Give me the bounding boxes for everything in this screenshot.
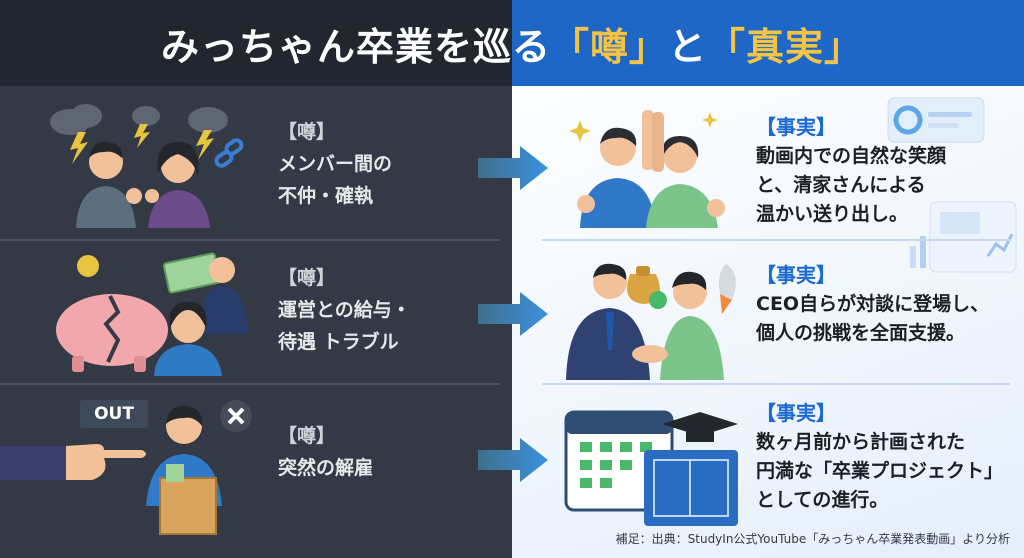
fact-tag: 【事実】 xyxy=(756,115,836,139)
row-divider xyxy=(542,383,1010,385)
dashboard-decoration-icon xyxy=(887,97,1017,273)
page-title: みっちゃん卒業を巡る 「噂」 と 「真実」 xyxy=(0,0,1024,86)
rumor-text: メンバー間の 不仲・確執 xyxy=(278,153,393,207)
rumor-text: 突然の解雇 xyxy=(278,457,374,479)
rumor-label: 【噂】 突然の解雇 xyxy=(278,420,373,484)
high-five-people-icon xyxy=(569,110,725,228)
blueprint-icon xyxy=(644,450,738,526)
rumor-tag: 【噂】 xyxy=(278,121,336,143)
row-divider xyxy=(0,383,500,385)
broken-piggy-bank-icon xyxy=(56,294,168,372)
row-divider xyxy=(0,239,500,241)
rumor-tag: 【噂】 xyxy=(278,425,336,447)
out-label: OUT xyxy=(94,404,134,424)
storm-cloud-icon xyxy=(50,104,102,164)
fact-block: 【事実】 CEO自らが対談に登場し、 個人の挑戦を全面支援。 xyxy=(756,260,989,348)
header-right-band xyxy=(512,0,1024,86)
fact-text: 数ヶ月前から計画された 円満な「卒業プロジェクト」 としての進行。 xyxy=(756,431,1004,511)
money-bag-icon xyxy=(627,266,667,309)
fact-block: 【事実】 動画内での自然な笑顔 と、清家さんによる 温かい送り出し。 xyxy=(756,112,946,229)
handshake-icon xyxy=(566,263,736,380)
fact-text: 動画内での自然な笑顔 と、清家さんによる 温かい送り出し。 xyxy=(756,145,947,225)
arrow-right-icon xyxy=(478,438,548,482)
fact-tag: 【事実】 xyxy=(756,263,836,287)
out-sign-icon: OUT xyxy=(80,400,148,428)
fact-tag: 【事実】 xyxy=(756,401,836,425)
title-prefix: みっちゃん卒業を巡る xyxy=(160,24,551,69)
arguing-people-icon xyxy=(50,104,244,228)
title-connector: と xyxy=(668,24,708,69)
sparkle-icon xyxy=(569,112,718,142)
worried-person-icon xyxy=(56,252,248,376)
rumor-label: 【噂】 メンバー間の 不仲・確執 xyxy=(278,116,392,212)
title-rumor-word: 「噂」 xyxy=(550,24,668,69)
rocket-icon xyxy=(718,264,736,314)
arrow-right-icon xyxy=(478,146,548,190)
rumor-tag: 【噂】 xyxy=(278,267,336,289)
calendar-icon xyxy=(564,410,738,526)
box-person-icon xyxy=(0,400,252,535)
arrow-right-icon xyxy=(478,292,548,336)
source-footnote: 補足：出典：StudyIn公式YouTube「みっちゃん卒業発表動画」より分析 xyxy=(615,532,1010,546)
broken-chain-icon xyxy=(214,138,244,168)
title-truth-word: 「真実」 xyxy=(707,24,864,69)
rumor-text: 運営との給与・ 待遇 トラブル xyxy=(278,299,411,353)
pointing-hand-icon xyxy=(0,444,146,480)
close-icon xyxy=(220,400,252,432)
rumor-label: 【噂】 運営との給与・ 待遇 トラブル xyxy=(278,262,411,358)
thumbs-up-icon xyxy=(577,195,725,217)
header: みっちゃん卒業を巡る 「噂」 と 「真実」 xyxy=(0,0,1024,86)
row-divider xyxy=(542,239,1010,241)
money-bill-icon xyxy=(77,252,221,294)
header-left-band xyxy=(0,0,512,86)
graduation-cap-icon xyxy=(662,412,738,442)
fact-text: CEO自らが対談に登場し、 個人の挑戦を全面支援。 xyxy=(756,293,990,344)
fact-block: 【事実】 数ヶ月前から計画された 円満な「卒業プロジェクト」 としての進行。 xyxy=(756,398,1003,515)
